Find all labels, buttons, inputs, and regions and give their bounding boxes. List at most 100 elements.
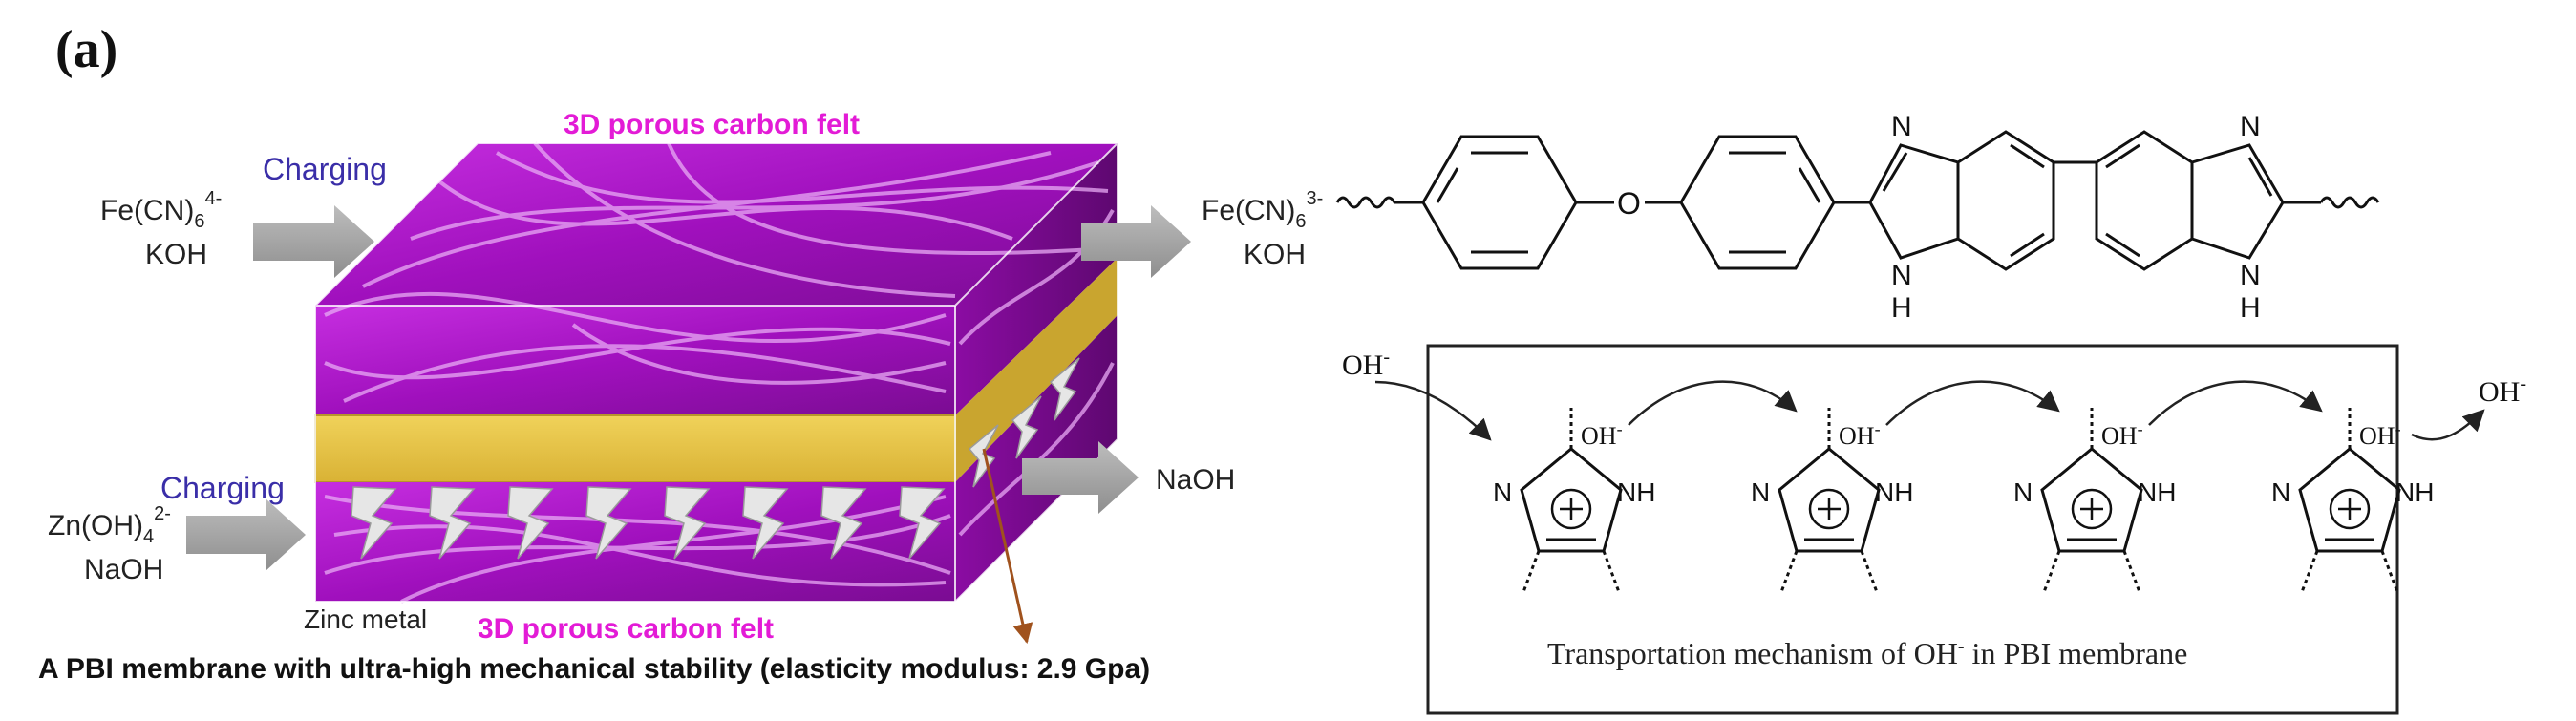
imidazole-1 — [1868, 143, 1960, 260]
catholyte-out-label: NaOH — [1156, 464, 1235, 496]
ring-bond — [2040, 447, 2143, 553]
benzo2-double-2 — [2105, 232, 2140, 258]
zinc-deposit — [507, 486, 554, 560]
hop-arrow — [1374, 380, 1492, 441]
carbon-fibers — [324, 141, 1115, 604]
catholyte-in-species: Zn(OH)42- — [48, 503, 171, 547]
carbon-fiber-strand — [437, 180, 1013, 241]
plus-charge-icon — [2329, 488, 2371, 530]
carbon-fiber-strand — [324, 495, 951, 575]
zinc-deposit — [899, 486, 946, 560]
anolyte-in-species: Fe(CN)64- — [100, 188, 222, 232]
ring-n-label: N — [2013, 477, 2033, 507]
benzo1-double-2 — [2010, 232, 2045, 258]
benzo-ring-1 — [1956, 130, 2055, 271]
ether-oxygen: O — [1617, 186, 1641, 221]
phenyl-ring-1 — [1421, 135, 1578, 270]
ring-nh-label: NH — [2138, 477, 2176, 507]
imid1-h: H — [1891, 292, 1912, 324]
ring-oh-charge: - — [2138, 419, 2143, 438]
hop-arrow — [1628, 380, 1798, 426]
zinc-deposits — [351, 357, 1080, 560]
carbon-fiber-strand — [324, 291, 947, 344]
catholyte-outlet-arrow — [1022, 441, 1139, 514]
imid1-n: N — [1891, 111, 1912, 142]
ring-oh-label: OH- — [2101, 419, 2143, 450]
hopping-arrows — [1374, 380, 2485, 441]
wavy-bond-left — [1335, 196, 1396, 209]
mechanism-box — [1426, 344, 2399, 715]
plus-charge-icon — [1808, 488, 1850, 530]
charging-label-bottom: Charging — [160, 471, 285, 505]
top-felt-label: 3D porous carbon felt — [564, 109, 860, 140]
catholyte-inlet-arrow — [186, 498, 306, 571]
plus-charge-icon — [2071, 488, 2113, 530]
anolyte-inlet-arrow — [253, 205, 374, 278]
hop-arrow — [2148, 380, 2323, 426]
benzo-ring-2 — [2095, 130, 2194, 271]
membrane-pointer — [982, 448, 1033, 645]
ring-nh-label: NH — [1617, 477, 1655, 507]
zinc-deposit — [664, 486, 711, 560]
anolyte-in-electrolyte: KOH — [145, 239, 207, 270]
pbi-structure — [1335, 130, 2380, 271]
carbon-fiber-strand — [343, 344, 947, 403]
imid2-nh: N — [2240, 260, 2261, 291]
top-felt-front-face — [315, 306, 955, 415]
carbon-fiber-strand — [667, 142, 1109, 256]
ring1-double-bond-3 — [1436, 167, 1459, 203]
mechanism-caption: Transportation mechanism of OH- in PBI m… — [1547, 636, 2187, 670]
zinc-deposit — [1049, 357, 1080, 421]
imidazolium-ring: N NH OH- — [1493, 408, 1655, 593]
zinc-deposit — [1011, 395, 1042, 459]
zinc-deposit — [429, 486, 476, 560]
ring-bond — [1520, 447, 1623, 553]
carbon-fiber-strand — [362, 151, 1052, 288]
ring-n-label: N — [1493, 477, 1512, 507]
membrane-caption: A PBI membrane with ultra-high mechanica… — [38, 653, 1150, 685]
ring-oh-label: OH- — [2359, 419, 2401, 450]
ring-oh-label: OH- — [1581, 419, 1623, 450]
imid2-n: N — [2240, 111, 2261, 142]
ring-bond — [1778, 447, 1881, 553]
zinc-deposit — [585, 486, 632, 560]
imid1-nh: N — [1891, 260, 1912, 291]
imid1-double — [1882, 152, 1908, 192]
ring-nh-label: NH — [1875, 477, 1913, 507]
carbon-fiber-strand — [571, 323, 947, 385]
oh-out-label: OH- — [2479, 373, 2526, 408]
ring-oh-charge: - — [1617, 419, 1623, 438]
ring-bond — [2298, 447, 2401, 553]
oh-in-label: OH- — [1342, 347, 1390, 381]
zinc-deposit — [351, 486, 397, 560]
hop-arrow — [2411, 409, 2485, 441]
imidazolium-ring: N NH OH- — [2013, 408, 2176, 593]
catholyte-in-electrolyte: NaOH — [84, 554, 163, 585]
anolyte-outlet-arrow — [1081, 205, 1191, 278]
carbon-fiber-strand — [333, 524, 947, 587]
benzo2-double-1 — [2105, 143, 2140, 169]
anolyte-out-electrolyte: KOH — [1244, 239, 1306, 270]
imidazolium-ring: N NH OH- — [2271, 408, 2434, 593]
benzo1-double-1 — [2010, 143, 2045, 169]
ring-n-label: N — [1751, 477, 1770, 507]
plus-charge-icon — [1550, 488, 1592, 530]
membrane-front — [314, 414, 956, 483]
bottom-felt-label: 3D porous carbon felt — [478, 613, 774, 645]
ring-oh-charge: - — [2395, 419, 2401, 438]
carbon-fiber-strand — [400, 495, 947, 604]
cell-schematic — [314, 141, 1118, 604]
top-felt-side-face — [955, 143, 1118, 415]
imidazole-2 — [2191, 143, 2285, 260]
imid2-double — [2247, 157, 2273, 197]
ring-n-label: N — [2271, 477, 2290, 507]
zinc-deposit — [820, 486, 867, 560]
ring-nh-label: NH — [2395, 477, 2434, 507]
ring-oh-charge: - — [1875, 419, 1881, 438]
anolyte-out-species: Fe(CN)63- — [1202, 188, 1323, 232]
charging-label-top: Charging — [263, 152, 387, 186]
imid2-h: H — [2240, 292, 2261, 324]
carbon-fiber-strand — [533, 141, 956, 298]
